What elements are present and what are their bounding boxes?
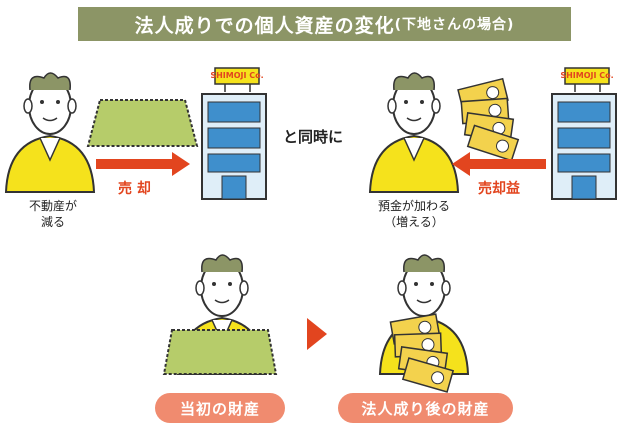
building-icon [201,67,267,200]
land-decrease-caption: 不動産が 減る [18,198,88,230]
company-sign-left: SHIMOJI Co. [210,71,264,80]
diagram-title: 法人成りでの個人資産の変化(下地さんの場合) [78,7,571,41]
sell-label: 売 却 [118,181,151,197]
sell-arrow-icon [96,152,190,176]
title-suffix: (下地さんの場合) [394,17,515,33]
building-icon [551,67,617,200]
person-icon [369,72,459,193]
title-main: 法人成りでの個人資産の変化 [134,14,395,37]
profit-label: 売却益 [478,181,520,197]
land-icon [86,99,199,147]
person-with-land-icon [162,254,278,375]
deposit-increase-caption: 預金が加わる （増える） [364,198,464,230]
person-with-cash-icon [379,254,469,393]
initial-assets-label: 当初の財産 [155,393,285,423]
simultaneous-text: と同時に [283,128,344,146]
caption-line: 預金が加わる [377,199,450,213]
caption-line: 減る [40,215,65,229]
company-sign-right: SHIMOJI Co. [560,71,614,80]
profit-arrow-icon [452,152,546,176]
post-incorporation-assets-label: 法人成り後の財産 [338,393,513,423]
person-icon [5,72,95,193]
caption-line: （増える） [384,215,444,229]
cash-stack-icon [457,78,520,162]
change-arrow-icon [307,318,327,350]
caption-line: 不動産が [28,199,77,213]
